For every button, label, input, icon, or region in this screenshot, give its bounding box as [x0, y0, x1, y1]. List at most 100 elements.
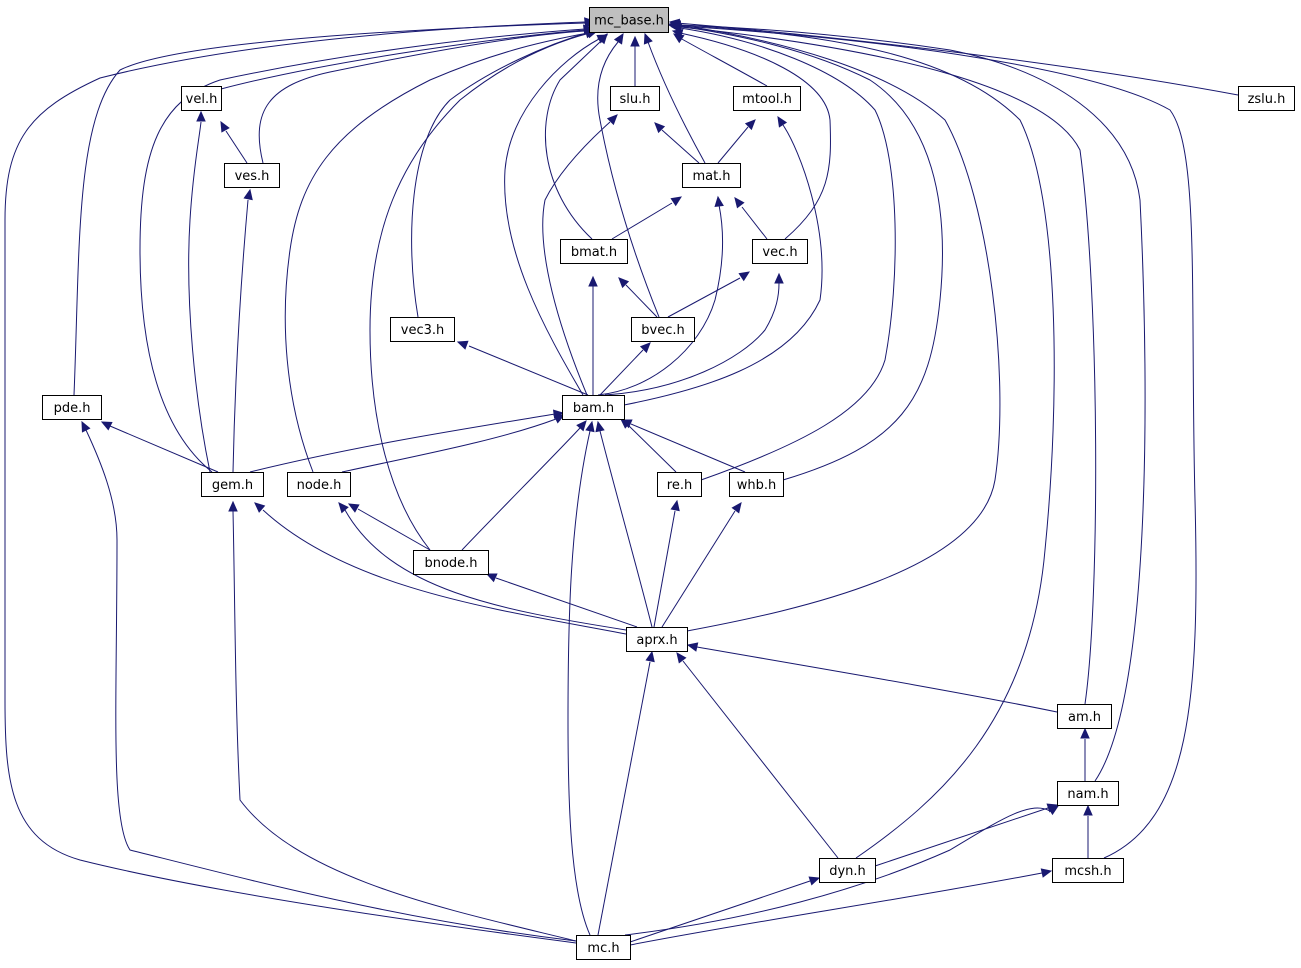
arrowhead-mcsh-mc_base	[669, 21, 681, 31]
arrowhead-bam-vec3	[456, 340, 469, 350]
node-label: bam.h	[573, 401, 614, 416]
edge-mc-gem	[232, 510, 577, 942]
arrowhead-gem-pde	[100, 421, 113, 431]
edge-vec-mc_base	[679, 32, 831, 240]
edge-am-mc_base	[679, 26, 1097, 705]
node-label: am.h	[1068, 710, 1101, 725]
arrowhead-whb-bam	[620, 419, 633, 429]
node-label: mtool.h	[742, 92, 792, 107]
node-box	[576, 935, 631, 960]
node-node[interactable]: node.h	[287, 472, 351, 497]
arrowhead-gem-vel	[196, 110, 206, 122]
arrowhead-mc-nam	[1047, 805, 1060, 816]
node-label: gem.h	[212, 478, 253, 493]
edge-mat-slu	[661, 129, 700, 164]
edge-bam-mc_base	[504, 38, 600, 396]
edge-bnode-node	[357, 508, 431, 551]
edge-dyn-nam	[874, 807, 1049, 867]
node-mat[interactable]: mat.h	[682, 163, 741, 188]
node-mcsh[interactable]: mcsh.h	[1052, 858, 1124, 883]
arrowhead-aprx-re	[670, 499, 680, 512]
edge-mc-pde	[85, 429, 577, 942]
node-box	[819, 858, 876, 883]
node-box	[589, 7, 669, 33]
node-label: vel.h	[186, 92, 218, 107]
arrowhead-bam-vec	[774, 272, 784, 284]
node-zslu[interactable]: zslu.h	[1238, 86, 1295, 111]
edge-aprx-whb	[661, 510, 736, 628]
edge-bnode-mc_base	[369, 32, 591, 551]
node-dyn[interactable]: dyn.h	[819, 858, 876, 883]
node-label: whb.h	[737, 478, 777, 493]
edge-bam-slu	[542, 121, 611, 396]
arrowhead-bnode-node	[347, 503, 360, 513]
arrowhead-mat-mtool	[744, 119, 756, 131]
edge-bvec-vec	[667, 277, 741, 318]
node-am[interactable]: am.h	[1057, 704, 1112, 729]
node-label: bmat.h	[571, 245, 617, 260]
node-aprx[interactable]: aprx.h	[626, 627, 688, 652]
edge-dyn-mc_base	[679, 24, 1055, 859]
node-label: ves.h	[235, 169, 270, 184]
edge-whb-mc_base	[677, 25, 943, 481]
node-bnode[interactable]: bnode.h	[413, 550, 489, 575]
node-mc[interactable]: mc.h	[576, 935, 631, 960]
node-whb[interactable]: whb.h	[729, 472, 784, 497]
node-slu[interactable]: slu.h	[610, 86, 660, 111]
edge-vec-mat	[741, 206, 768, 240]
edge-vel-mc_base	[220, 29, 587, 90]
arrowhead-dyn-aprx	[676, 652, 687, 664]
node-box	[733, 86, 801, 111]
edge-mc-mcsh	[629, 872, 1043, 946]
node-label: bnode.h	[424, 556, 477, 571]
edge-re-bam	[627, 424, 677, 473]
node-label: bvec.h	[641, 323, 684, 338]
arrowhead-bam-mtool	[777, 115, 788, 128]
edge-bam-vec3	[468, 345, 589, 396]
node-re[interactable]: re.h	[657, 472, 702, 497]
node-bmat[interactable]: bmat.h	[560, 239, 628, 264]
edge-mc-mc_base	[4, 21, 586, 944]
node-pde[interactable]: pde.h	[42, 395, 102, 420]
arrowhead-nam-am	[1080, 727, 1090, 739]
edge-re-mc_base	[679, 27, 896, 481]
edge-gem-vel	[188, 121, 211, 473]
arrowhead-node-bam	[553, 414, 566, 424]
node-box	[631, 317, 695, 342]
node-box	[201, 472, 264, 497]
node-mtool[interactable]: mtool.h	[733, 86, 801, 111]
node-box	[1057, 704, 1112, 729]
edge-bam-bvec	[599, 349, 644, 396]
arrowhead-aprx-gem	[254, 502, 266, 513]
node-box	[1238, 86, 1295, 111]
node-box	[610, 86, 660, 111]
node-mc-base[interactable]: mc_base.h	[589, 7, 669, 33]
node-nam[interactable]: nam.h	[1057, 781, 1119, 806]
node-ves[interactable]: ves.h	[224, 163, 280, 188]
dependency-edges	[4, 17, 1239, 946]
arrowhead-bam-mc_base	[596, 34, 609, 44]
arrowhead-bvec-vec	[738, 271, 751, 282]
node-vec3[interactable]: vec3.h	[390, 317, 455, 342]
arrowhead-bam-bvec	[639, 342, 651, 354]
node-bvec[interactable]: bvec.h	[631, 317, 695, 342]
node-bam[interactable]: bam.h	[562, 395, 625, 420]
node-vel[interactable]: vel.h	[181, 86, 222, 111]
edge-vec3-mc_base	[411, 31, 591, 318]
edge-mc-dyn	[629, 880, 811, 943]
edge-gem-mc_base	[139, 28, 586, 473]
node-vec[interactable]: vec.h	[752, 239, 808, 264]
node-box	[1052, 858, 1124, 883]
arrowhead-ves-vel	[220, 120, 230, 133]
node-label: mat.h	[692, 169, 730, 184]
edge-mat-mtool	[717, 126, 749, 164]
edge-whb-bam	[630, 423, 746, 473]
node-label: slu.h	[620, 92, 651, 107]
arrowhead-aprx-whb	[731, 502, 742, 514]
node-label: aprx.h	[636, 633, 677, 648]
node-gem[interactable]: gem.h	[201, 472, 264, 497]
edge-aprx-gem	[262, 509, 627, 635]
node-label: vec.h	[762, 245, 797, 260]
node-label: mcsh.h	[1064, 864, 1111, 879]
